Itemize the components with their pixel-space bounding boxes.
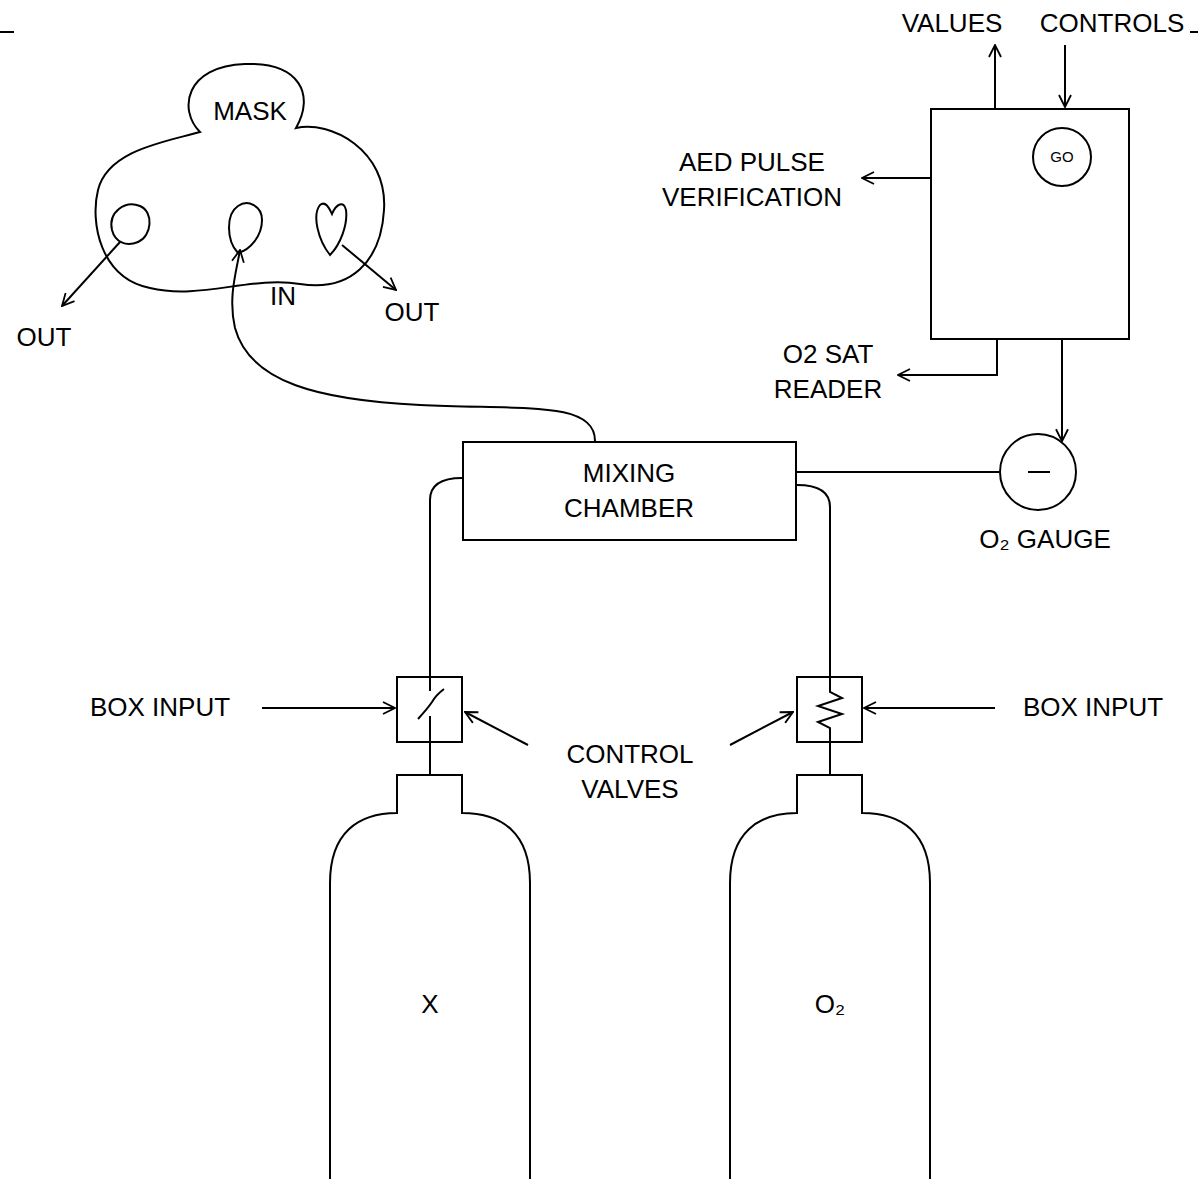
gas-cylinder: O₂: [728, 773, 932, 1179]
gas-cylinder: X: [328, 773, 532, 1179]
valve-symbol: [418, 677, 444, 742]
process-box: MIXING CHAMBER: [462, 441, 797, 541]
cylinder-label: O₂: [815, 987, 845, 1022]
gauge-needle: [1028, 471, 1050, 473]
spring-symbol: [818, 677, 842, 742]
leader-arrow: [1064, 45, 1066, 107]
leader-arrow: [262, 707, 395, 709]
connector-line: [232, 250, 595, 441]
mask-outline-path: [96, 64, 385, 292]
leader-arrow: [342, 245, 396, 290]
mask-port: [229, 203, 262, 253]
gauge-outline: [998, 432, 1078, 512]
cylinder-path: [730, 775, 930, 1179]
label-text: AED PULSE VERIFICATION: [647, 145, 857, 215]
cylinder-label: X: [421, 987, 438, 1022]
gauge-node: O₂ GAUGE: [998, 432, 1078, 512]
label-text: BOX INPUT: [90, 690, 230, 725]
mask-port: [111, 204, 149, 243]
leader-arrow: [898, 340, 997, 375]
label-text: OUT: [17, 320, 72, 355]
label-text: CONTROL VALVES: [540, 737, 720, 807]
label-text: OUT: [385, 295, 440, 330]
leader-arrow: [730, 712, 793, 745]
box-label: MIXING CHAMBER: [534, 456, 724, 526]
connector-line: [797, 471, 999, 473]
mask-label: MASK: [213, 94, 287, 129]
mask-node: MASK: [95, 60, 387, 295]
frame-mark: [0, 31, 14, 33]
leader-arrow: [62, 242, 120, 306]
label-text: VALUES: [902, 6, 1003, 41]
control-valve: [797, 677, 862, 742]
label-text: BOX INPUT: [1023, 690, 1163, 725]
label-text: CONTROLS: [1040, 6, 1184, 41]
label-text: IN: [270, 279, 296, 314]
mask-outline: [95, 60, 387, 295]
leader-arrow: [864, 707, 995, 709]
button-label: GO: [1050, 147, 1073, 167]
control-box: GO: [930, 108, 1130, 340]
connector-line: [1061, 340, 1063, 441]
cylinder-outline: [328, 773, 532, 1179]
connector-group: [232, 250, 1062, 775]
gauge-label: O₂ GAUGE: [979, 522, 1110, 557]
control-valve: [397, 677, 462, 742]
cylinder-outline: [728, 773, 932, 1179]
mask-group: [96, 64, 385, 292]
leader-arrow: [465, 712, 528, 745]
label-text: O2 SAT READER: [753, 337, 903, 407]
leader-arrow: [994, 45, 996, 108]
leader-arrow: [862, 177, 930, 179]
cylinder-path: [330, 775, 530, 1179]
mask-port: [316, 204, 346, 255]
gauge-circle: [1000, 434, 1076, 510]
frame-mark: [1190, 31, 1198, 33]
